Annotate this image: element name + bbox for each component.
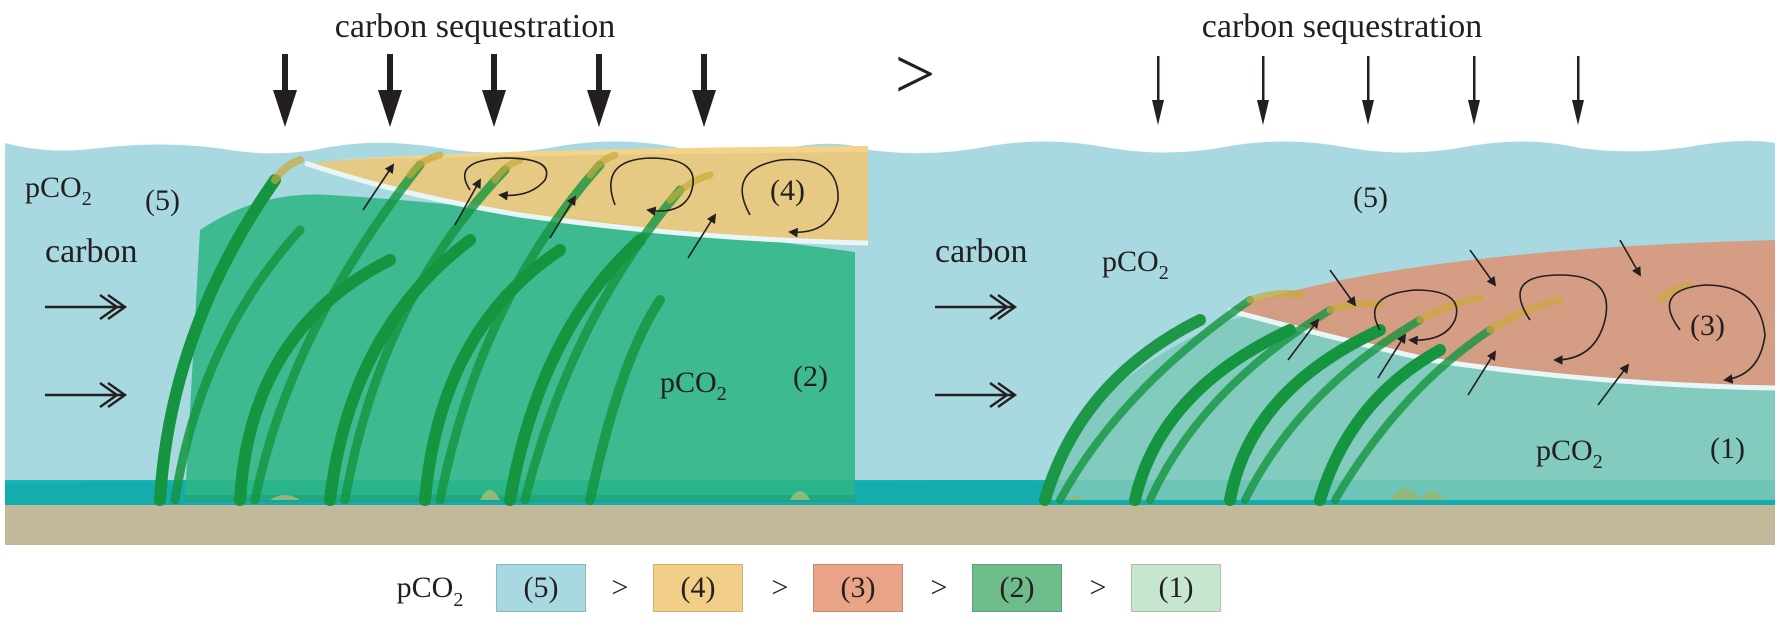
right-circulation-swirls (1373, 274, 1766, 384)
right-water-level: (5) (1353, 181, 1388, 214)
legend-swatch-2: (2) (972, 564, 1062, 612)
right-carbon-label: carbon (935, 233, 1028, 270)
left-carbon-label: carbon (45, 233, 138, 270)
legend-swatch-5: (5) (496, 564, 586, 612)
right-canopy-level: (3) (1690, 309, 1725, 342)
comparison-symbol: > (895, 34, 936, 114)
left-inner-level: (2) (793, 360, 828, 393)
left-carbon-flow-arrows (45, 294, 128, 408)
legend-swatch-3: (3) (813, 564, 903, 612)
seabed (5, 505, 1775, 545)
right-seagrass (1039, 296, 1494, 506)
left-water-level: (5) (145, 184, 180, 217)
right-diffusion-arrows (1287, 239, 1641, 406)
legend-swatch-4: (4) (653, 564, 743, 612)
legend-separator: > (611, 571, 629, 604)
legend-swatch-1: (1) (1131, 564, 1221, 612)
left-zone-2-bottom (185, 495, 855, 502)
left-diffusion-arrows (362, 163, 717, 259)
right-sediment-mound (1065, 487, 1445, 500)
legend-label-sub: 2 (453, 588, 464, 611)
left-canopy-level: (4) (770, 174, 805, 207)
legend-label-text: pCO (396, 571, 454, 604)
legend-separator: > (930, 571, 948, 604)
right-inner-level: (1) (1710, 432, 1745, 465)
left-zone-4 (305, 146, 868, 243)
left-zone-2 (185, 194, 855, 500)
left-sequestration-arrows (273, 54, 716, 127)
right-sequestration-arrows (1152, 56, 1584, 125)
legend-separator: > (1089, 571, 1107, 604)
left-seagrass-tips (271, 151, 714, 204)
legend-separator: > (771, 571, 789, 604)
left-title: carbon sequestration (335, 8, 615, 45)
left-zone-boundary (304, 160, 869, 246)
right-inner-pco2: pCO2 (1536, 434, 1603, 473)
left-water-pco2: pCO2 (25, 171, 92, 210)
left-inner-pco2: pCO2 (660, 366, 727, 405)
left-zone-4-top (330, 146, 868, 160)
right-water-pco2: pCO2 (1102, 245, 1169, 284)
right-zone-3 (1228, 240, 1775, 388)
left-circulation-swirls (464, 157, 839, 238)
right-seagrass-tips (1246, 281, 1694, 334)
right-title: carbon sequestration (1202, 8, 1482, 45)
right-carbon-flow-arrows (935, 294, 1018, 408)
